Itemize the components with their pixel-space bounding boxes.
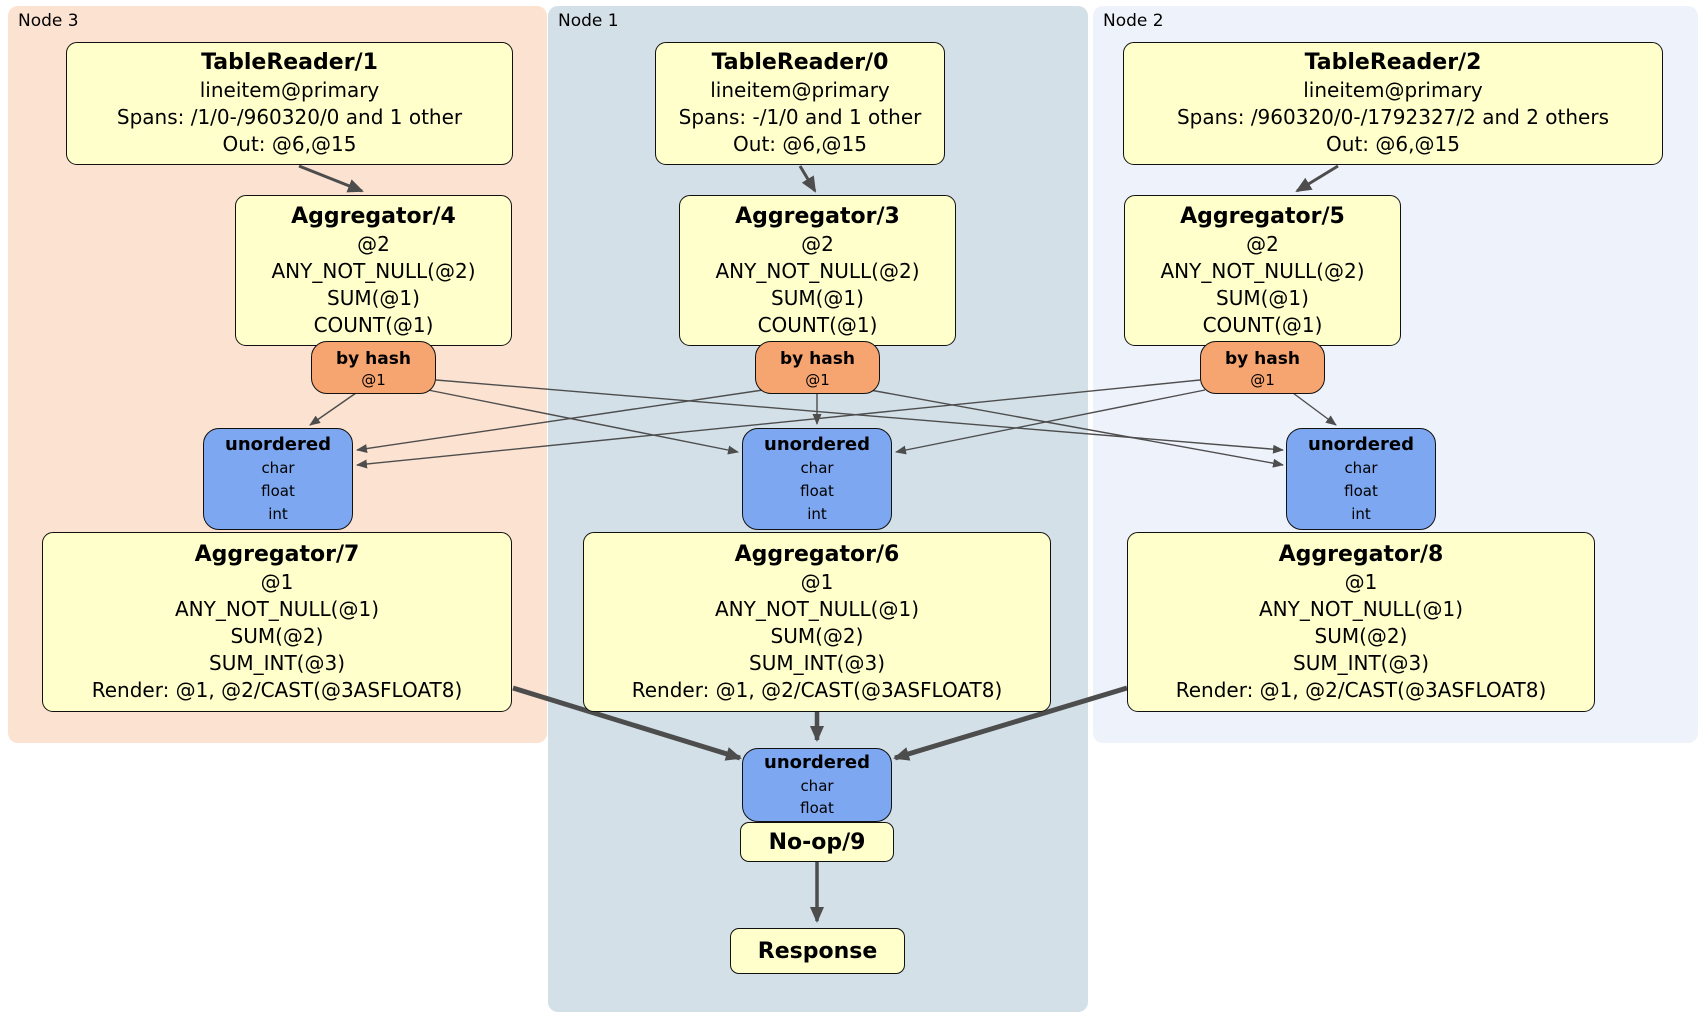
box-line: SUM(@2): [770, 623, 864, 648]
sync-line: float: [800, 482, 834, 500]
node1-label: Node 1: [558, 11, 619, 31]
unordered-sync-final: unordered char float: [742, 748, 892, 822]
box-line: ANY_NOT_NULL(@1): [715, 596, 919, 621]
box-line: COUNT(@1): [1202, 312, 1323, 337]
router-title: by hash: [336, 348, 411, 369]
box-line: Spans: -/1/0 and 1 other: [678, 105, 922, 129]
sync-line: float: [1344, 482, 1378, 500]
box-line: SUM(@1): [327, 285, 420, 310]
tablereader-2-box: TableReader/2 lineitem@primary Spans: /9…: [1123, 42, 1663, 165]
box-line: ANY_NOT_NULL(@1): [175, 596, 379, 621]
noop-box: No-op/9: [740, 822, 894, 862]
box-line: @2: [357, 231, 390, 256]
box-line: SUM(@2): [1314, 623, 1408, 648]
tablereader-0-box: TableReader/0 lineitem@primary Spans: -/…: [655, 42, 945, 165]
sync-line: char: [1344, 459, 1378, 477]
box-title: Aggregator/6: [734, 541, 900, 567]
box-line: Render: @1, @2/CAST(@3ASFLOAT8): [1175, 677, 1547, 702]
box-line: Out: @6,@15: [1326, 132, 1460, 156]
router-title: by hash: [1225, 348, 1300, 369]
hash-router-node3: by hash @1: [311, 341, 436, 394]
hash-router-node2: by hash @1: [1200, 341, 1325, 394]
box-title: Aggregator/8: [1278, 541, 1444, 567]
unordered-sync-node3: unordered char float int: [203, 428, 353, 530]
sync-line: int: [268, 505, 288, 523]
aggregator-3-box: Aggregator/3 @2 ANY_NOT_NULL(@2) SUM(@1)…: [679, 195, 956, 346]
box-line: ANY_NOT_NULL(@2): [715, 258, 920, 283]
box-line: Render: @1, @2/CAST(@3ASFLOAT8): [91, 677, 463, 702]
box-title: Aggregator/7: [194, 541, 360, 567]
aggregator-4-box: Aggregator/4 @2 ANY_NOT_NULL(@2) SUM(@1)…: [235, 195, 512, 346]
box-line: @2: [1246, 231, 1279, 256]
box-title: Aggregator/3: [735, 203, 900, 229]
sync-title: unordered: [764, 434, 870, 455]
hash-router-node1: by hash @1: [755, 341, 880, 394]
box-line: COUNT(@1): [757, 312, 878, 337]
sync-line: char: [261, 459, 295, 477]
box-line: Spans: /1/0-/960320/0 and 1 other: [116, 105, 463, 129]
box-line: SUM(@1): [771, 285, 864, 310]
box-title: Response: [757, 938, 878, 964]
sync-title: unordered: [225, 434, 331, 455]
box-line: lineitem@primary: [710, 78, 890, 102]
box-line: lineitem@primary: [199, 78, 380, 102]
box-line: SUM_INT(@3): [1293, 650, 1429, 675]
box-line: Render: @1, @2/CAST(@3ASFLOAT8): [631, 677, 1003, 702]
aggregator-7-box: Aggregator/7 @1 ANY_NOT_NULL(@1) SUM(@2)…: [42, 532, 512, 712]
box-line: ANY_NOT_NULL(@2): [271, 258, 476, 283]
tablereader-1-box: TableReader/1 lineitem@primary Spans: /1…: [66, 42, 513, 165]
box-title: TableReader/1: [201, 50, 378, 75]
box-line: @2: [801, 231, 834, 256]
box-line: SUM(@1): [1216, 285, 1309, 310]
aggregator-6-box: Aggregator/6 @1 ANY_NOT_NULL(@1) SUM(@2)…: [583, 532, 1051, 712]
aggregator-8-box: Aggregator/8 @1 ANY_NOT_NULL(@1) SUM(@2)…: [1127, 532, 1595, 712]
node2-label: Node 2: [1103, 11, 1164, 31]
sync-line: float: [261, 482, 295, 500]
aggregator-5-box: Aggregator/5 @2 ANY_NOT_NULL(@2) SUM(@1)…: [1124, 195, 1401, 346]
box-line: Spans: /960320/0-/1792327/2 and 2 others: [1176, 105, 1609, 129]
box-line: Out: @6,@15: [222, 132, 357, 156]
router-title: by hash: [780, 348, 855, 369]
sync-title: unordered: [1308, 434, 1414, 455]
router-line: @1: [805, 370, 830, 389]
sync-title: unordered: [764, 752, 870, 773]
box-line: ANY_NOT_NULL(@2): [1160, 258, 1365, 283]
box-line: lineitem@primary: [1303, 78, 1483, 102]
box-line: @1: [1344, 569, 1378, 594]
sync-line: char: [800, 777, 834, 795]
unordered-sync-node1: unordered char float int: [742, 428, 892, 530]
response-box: Response: [730, 928, 905, 974]
box-line: ANY_NOT_NULL(@1): [1259, 596, 1463, 621]
box-title: Aggregator/5: [1180, 203, 1345, 229]
box-line: SUM_INT(@3): [749, 650, 885, 675]
box-line: @1: [260, 569, 294, 594]
box-title: No-op/9: [768, 829, 866, 855]
router-line: @1: [361, 370, 386, 389]
box-title: TableReader/0: [711, 50, 889, 75]
sync-line: char: [800, 459, 834, 477]
sync-line: float: [800, 799, 834, 817]
sync-line: int: [1351, 505, 1371, 523]
box-line: SUM_INT(@3): [209, 650, 345, 675]
box-line: COUNT(@1): [313, 312, 434, 337]
node3-label: Node 3: [18, 11, 79, 31]
unordered-sync-node2: unordered char float int: [1286, 428, 1436, 530]
router-line: @1: [1250, 370, 1275, 389]
box-line: @1: [800, 569, 834, 594]
box-line: SUM(@2): [230, 623, 324, 648]
box-title: Aggregator/4: [291, 203, 456, 229]
sync-line: int: [807, 505, 827, 523]
box-title: TableReader/2: [1304, 50, 1482, 75]
box-line: Out: @6,@15: [733, 132, 867, 156]
